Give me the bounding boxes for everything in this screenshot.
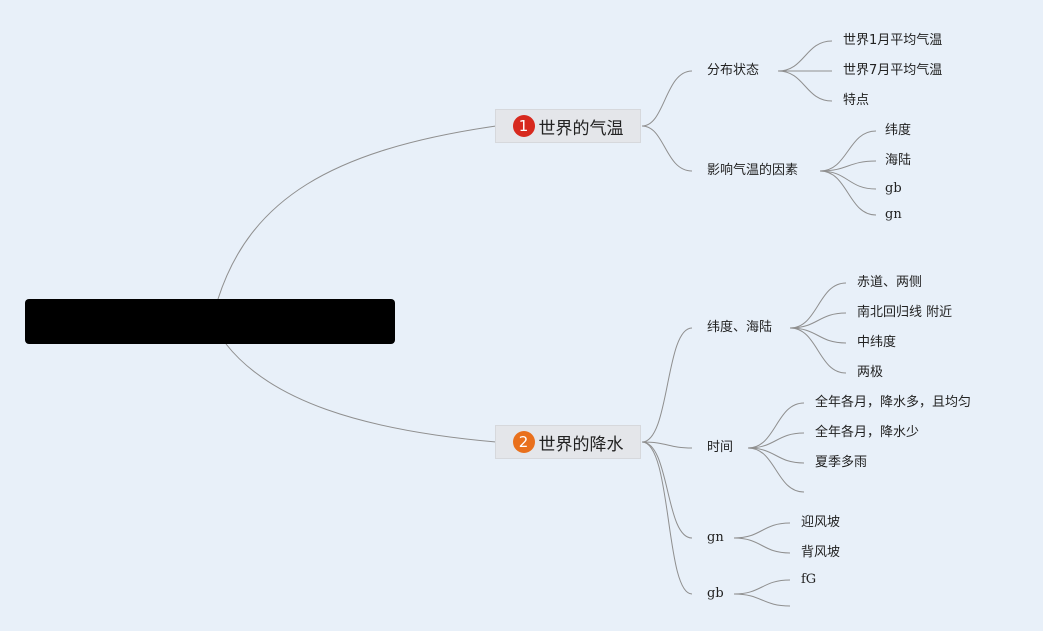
- node-time[interactable]: 时间: [707, 440, 734, 455]
- node-time-item[interactable]: 全年各月，降水多，且均匀: [815, 395, 972, 410]
- node-latitude-item[interactable]: 中纬度: [857, 335, 897, 350]
- connector-root-topic1: [217, 125, 497, 300]
- priority-1-badge-icon: 1: [512, 115, 535, 137]
- node-latitude-item[interactable]: 两极: [857, 365, 884, 380]
- connector-topic1-factors: [641, 125, 693, 172]
- connector-topic2-gn: [641, 441, 693, 539]
- node-latitude-land-sea[interactable]: 纬度、海陆: [707, 320, 773, 335]
- node-distribution-item[interactable]: 特点: [843, 93, 870, 108]
- node-time-item[interactable]: 夏季多雨: [815, 455, 868, 470]
- node-factors-item[interactable]: 海陆: [885, 153, 912, 168]
- node-factors-item[interactable]: gb: [885, 181, 902, 196]
- connector-topic2-time: [641, 441, 693, 449]
- node-distribution-item[interactable]: 世界7月平均气温: [843, 63, 943, 78]
- topic-world-temperature[interactable]: 1 世界的气温: [495, 109, 641, 143]
- topic-label: 世界的气温: [538, 118, 624, 139]
- topic-label: 世界的降水: [538, 434, 624, 455]
- node-factors-item[interactable]: 纬度: [885, 123, 912, 138]
- connector-topic2-latitude: [641, 327, 693, 443]
- node-gb-item[interactable]: fG: [801, 572, 817, 587]
- node-time-item[interactable]: 全年各月，降水少: [815, 425, 920, 440]
- node-distribution[interactable]: 分布状态: [707, 63, 760, 78]
- root-node[interactable]: [25, 299, 395, 344]
- connector-root-topic2: [225, 343, 497, 443]
- topic-world-precipitation[interactable]: 2 世界的降水: [495, 425, 641, 459]
- node-latitude-item[interactable]: 赤道、两侧: [857, 275, 923, 290]
- node-factors-item[interactable]: gn: [885, 207, 902, 222]
- connector-topic2-gb: [641, 441, 693, 595]
- node-latitude-item[interactable]: 南北回归线 附近: [857, 305, 953, 320]
- node-gn-item[interactable]: 迎风坡: [801, 515, 841, 530]
- node-distribution-item[interactable]: 世界1月平均气温: [843, 33, 943, 48]
- connector-topic1-distribution: [641, 70, 693, 127]
- node-gn[interactable]: gn: [707, 530, 724, 545]
- node-gb[interactable]: gb: [707, 586, 724, 601]
- node-factors[interactable]: 影响气温的因素: [707, 163, 799, 178]
- priority-2-badge-icon: 2: [512, 431, 535, 453]
- node-gn-item[interactable]: 背风坡: [801, 545, 841, 560]
